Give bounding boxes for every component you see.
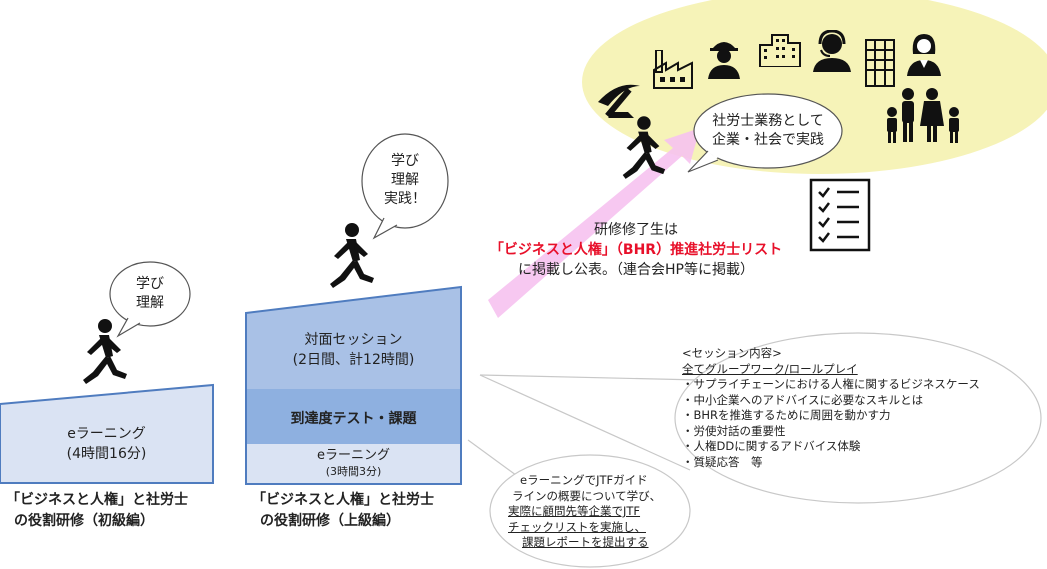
announcement-line-3: に掲載し公表。（連合会HP等に掲載）: [518, 262, 754, 278]
speech-line: 学び: [391, 153, 419, 169]
elearn-detail-line: ラインの概要について学び、: [512, 488, 662, 503]
elearn-detail-line: 実際に顧問先等企業でJTF: [508, 504, 641, 518]
advanced-session-shape: [246, 287, 461, 389]
advanced-caption: 「ビジネスと人権」と社労士 の役割研修（上級編）: [252, 490, 482, 532]
goal-line: 社労士業務として: [712, 113, 824, 129]
operator-icon: [813, 30, 851, 72]
advanced-box-border: [245, 285, 462, 485]
session-detail-item: ・BHRを推進するために周囲を動かす力: [682, 408, 891, 422]
advanced-speech-text: 学び 理解 実践！: [366, 152, 444, 209]
office-building-icon: [865, 39, 895, 87]
caption-line: の役割研修（初級編）: [14, 513, 154, 529]
family-icon: [887, 88, 959, 143]
session-detail-item: ・中小企業へのアドバイスに必要なスキルとは: [682, 392, 924, 407]
session-detail-item: ・サプライチェーンにおける人権に関するビジネスケース: [682, 377, 980, 391]
pickaxe-icon: [598, 84, 640, 118]
bhr-list-title: 「ビジネスと人権」（BHR）推進社労士リスト: [489, 242, 783, 258]
worker-icon: [708, 42, 740, 79]
advanced-elearn-shape: [246, 444, 461, 484]
advanced-elearn-text: eラーニング (3時間3分): [246, 447, 461, 479]
elearn-detail-line: 課題レポートを提出する: [522, 535, 649, 549]
speech-line: 学び: [136, 276, 164, 292]
beginner-box-sub: (4時間16分): [66, 446, 147, 462]
beginner-caption: 「ビジネスと人権」と社労士 の役割研修（初級編）: [6, 490, 236, 532]
advanced-speech-bubble: [361, 133, 449, 240]
progress-arrow: [488, 128, 700, 318]
center-announcement: 研修修了生は 「ビジネスと人権」（BHR）推進社労士リスト に掲載し公表。（連合…: [436, 220, 836, 280]
session-detail-item: ・質疑応答 等: [682, 454, 763, 469]
session-detail-text: <セッション内容> 全てグループワーク/ロールプレイ ・サプライチェーンにおける…: [682, 346, 1032, 470]
walking-person-icon: [330, 223, 374, 288]
elearn-detail-text: eラーニングでJTFガイド ラインの概要について学び、 実際に顧問先等企業でJT…: [508, 473, 678, 551]
caption-line: の役割研修（上級編）: [260, 513, 400, 529]
walking-person-icon: [83, 319, 127, 384]
advanced-test-shape: [246, 389, 461, 444]
session-title: 対面セッション: [304, 332, 403, 348]
session-detail-heading: <セッション内容>: [682, 346, 782, 360]
elearn-title: eラーニング: [317, 448, 390, 463]
advanced-test-label: 到達度テスト・課題: [290, 411, 417, 427]
walking-person-icon: [622, 116, 666, 179]
goal-speech-text: 社労士業務として 企業・社会で実践: [700, 112, 836, 150]
beginner-speech-bubble: [109, 261, 191, 338]
elearn-detail-bubble: [489, 454, 691, 568]
session-detail-bubble: [674, 332, 1042, 504]
elearn-detail-line: eラーニングでJTFガイド: [520, 473, 648, 487]
caption-line: 「ビジネスと人権」と社労士: [6, 492, 188, 508]
session-detail-subheading: 全てグループワーク/ロールプレイ: [682, 361, 858, 376]
session-detail-item: ・人権DDに関するアドバイス体験: [682, 439, 861, 453]
beginner-speech-text: 学び 理解: [112, 275, 188, 313]
session-connector: [479, 374, 701, 381]
goal-speech-bubble: [687, 93, 843, 173]
elearn-detail-line: チェックリストを実施し、: [508, 519, 646, 534]
elearn-connector: [467, 439, 521, 479]
checklist-icon: [809, 178, 871, 252]
session-connector-2: [479, 374, 691, 471]
caption-line: 「ビジネスと人権」と社労士: [252, 492, 434, 508]
announcement-line-1: 研修修了生は: [594, 222, 678, 238]
beginner-box-title: eラーニング: [67, 426, 146, 442]
beginner-box-text: eラーニング (4時間16分): [0, 424, 213, 464]
businesswoman-icon: [907, 34, 941, 76]
speech-line: 理解: [136, 295, 164, 311]
advanced-session-text: 対面セッション (2日間、計12時間): [246, 330, 461, 370]
beginner-box-shape: [0, 383, 214, 484]
speech-line: 理解: [391, 172, 419, 188]
elearn-sub: (3時間3分): [325, 465, 382, 478]
session-detail-item: ・労使対話の重要性: [682, 423, 786, 438]
factory-icon: [653, 50, 693, 89]
building-icon: [759, 34, 801, 67]
goal-line: 企業・社会で実践: [712, 132, 824, 148]
speech-line: 実践！: [384, 191, 426, 207]
session-sub: (2日間、計12時間): [292, 352, 415, 368]
